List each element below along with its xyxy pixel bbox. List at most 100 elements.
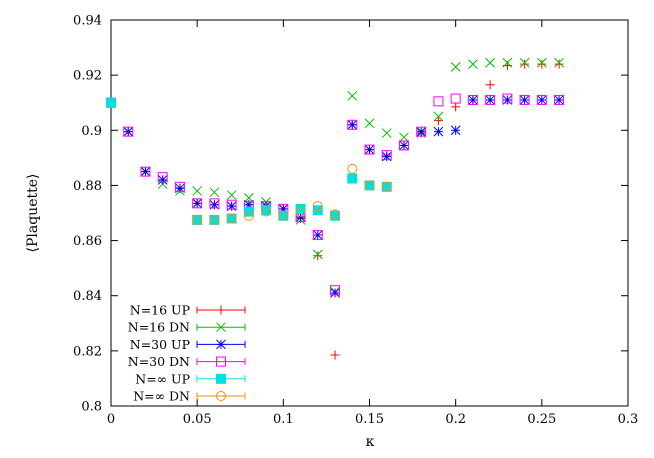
data-point: [485, 57, 495, 68]
data-point: [140, 166, 151, 177]
y-tick-label: 0.86: [73, 234, 102, 249]
data-point: [174, 181, 185, 192]
data-point: [312, 249, 323, 260]
y-tick-label: 0.9: [81, 124, 102, 139]
series-5: [192, 163, 392, 225]
data-point: [330, 350, 340, 360]
y-tick-label: 0.8: [81, 400, 102, 415]
legend-marker: [216, 373, 226, 384]
data-point: [312, 230, 323, 241]
legend-entry: N=∞ UP: [135, 371, 246, 386]
data-point: [226, 199, 237, 210]
data-point: [347, 119, 358, 130]
y-axis-label: ⟨Plaquette⟩: [25, 174, 41, 253]
data-series: [106, 57, 565, 360]
data-point: [536, 57, 547, 68]
legend-marker: [216, 322, 226, 333]
data-point: [123, 126, 134, 137]
data-point: [536, 94, 547, 105]
data-point: [313, 251, 323, 261]
data-point: [261, 206, 272, 217]
data-point: [347, 90, 358, 101]
data-point: [157, 175, 168, 185]
data-point: [398, 140, 409, 151]
data-point: [278, 210, 289, 221]
data-point: [485, 95, 495, 105]
data-point: [192, 198, 203, 209]
data-point: [209, 187, 220, 198]
x-axis-label: κ: [366, 434, 375, 450]
data-point: [381, 150, 392, 161]
data-point: [364, 180, 375, 191]
data-point: [399, 132, 409, 143]
data-point: [381, 128, 392, 138]
x-tick-label: 0.25: [527, 412, 556, 427]
data-point: [519, 95, 530, 105]
legend-label: N=∞ UP: [135, 371, 190, 386]
data-point: [554, 57, 564, 68]
axes-frame: [110, 19, 629, 407]
legend-label: N=∞ DN: [133, 389, 190, 404]
x-tick-label: 0.3: [618, 412, 639, 427]
data-point: [433, 126, 444, 137]
data-point: [416, 126, 427, 137]
data-point: [502, 57, 513, 68]
data-point: [433, 116, 443, 126]
data-point: [433, 96, 444, 107]
data-point: [106, 97, 116, 108]
data-point: [226, 190, 237, 200]
data-point: [433, 111, 444, 122]
data-point: [450, 93, 461, 104]
data-point: [467, 94, 478, 105]
series-3: [106, 93, 565, 296]
x-tick-label: 0.15: [355, 412, 384, 427]
data-point: [451, 102, 461, 112]
data-point: [157, 172, 168, 183]
legend-entry: N=30 DN: [128, 354, 246, 369]
legend-entry: N=16 UP: [130, 303, 246, 318]
x-tick-label: 0.05: [183, 412, 212, 427]
data-point: [347, 119, 358, 130]
data-point: [485, 94, 496, 105]
data-point: [416, 126, 427, 137]
data-point: [554, 94, 565, 105]
data-point: [364, 144, 375, 155]
legend-entry: N=∞ DN: [133, 389, 246, 404]
data-point: [519, 57, 530, 68]
data-point: [450, 125, 461, 136]
data-point: [554, 95, 564, 105]
data-point: [140, 166, 151, 177]
data-point: [192, 198, 203, 209]
data-point: [312, 230, 323, 240]
legend-label: N=16 DN: [128, 320, 190, 335]
data-point: [312, 201, 323, 212]
x-tick-label: 0.1: [273, 412, 294, 427]
y-tick-label: 0.88: [73, 179, 102, 194]
data-point: [537, 59, 547, 69]
data-point: [209, 198, 220, 209]
data-point: [502, 93, 513, 104]
data-point: [520, 59, 530, 69]
data-point: [468, 95, 478, 105]
data-point: [347, 163, 358, 174]
data-point: [209, 214, 220, 225]
legend-label: N=30 UP: [130, 337, 190, 352]
data-point: [243, 210, 254, 221]
data-point: [192, 186, 203, 196]
data-point: [123, 126, 134, 137]
data-point: [347, 173, 358, 184]
x-tick-label: 0: [107, 412, 115, 427]
legend: N=16 UP N=16 DN N=30 UP N=30 DN N=∞ UP N=∞ DN: [128, 303, 246, 404]
data-point: [330, 285, 341, 296]
data-point: [450, 62, 461, 72]
data-point: [244, 192, 254, 203]
x-tick-label: 0.2: [445, 412, 466, 427]
data-point: [381, 181, 392, 192]
data-point: [295, 206, 306, 217]
data-point: [295, 212, 306, 222]
legend-entry: N=16 DN: [128, 320, 246, 335]
data-point: [554, 59, 564, 69]
data-point: [468, 59, 478, 69]
